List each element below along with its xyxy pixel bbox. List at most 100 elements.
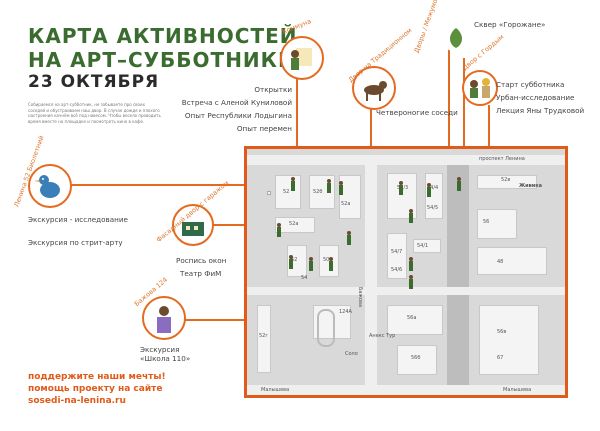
connector-traditions xyxy=(370,108,372,146)
building xyxy=(477,175,537,189)
house-number: 50 xyxy=(323,257,330,263)
cta-line2: помощь проекту на сайте xyxy=(28,384,163,394)
kommuna-item-3: Опыт Республики Лодыгина xyxy=(184,111,292,120)
kommuna-item-2: Встреча с Аленой Куниловой xyxy=(181,98,292,107)
volunteer-icon xyxy=(327,183,331,193)
building xyxy=(387,233,407,279)
building xyxy=(257,305,271,373)
kommuna-illustration-icon xyxy=(291,48,312,70)
building xyxy=(387,305,443,335)
building xyxy=(477,209,517,239)
road-malysheva xyxy=(247,385,565,395)
house-number: 56в xyxy=(497,329,507,335)
volunteer-icon xyxy=(427,187,431,197)
house-number: 52в xyxy=(501,177,511,183)
road-central xyxy=(447,165,469,385)
volunteer-markers xyxy=(277,177,461,289)
house-number: 54/5 xyxy=(427,205,439,211)
house-number: 52а xyxy=(341,201,351,207)
volunteer-icon xyxy=(289,259,293,269)
house-icon xyxy=(182,222,204,236)
house-number: 54/1 xyxy=(417,243,429,249)
station-bazhova-circle[interactable] xyxy=(142,296,186,340)
bird-icon xyxy=(34,175,60,198)
street-malysheva-right-label: Малышева xyxy=(503,387,532,393)
building xyxy=(477,247,547,275)
leaf-icon xyxy=(450,28,462,48)
station-sobora-circle[interactable] xyxy=(462,70,498,106)
building xyxy=(413,239,441,253)
lenina-item-1: Экскурсия - исследование xyxy=(28,215,128,224)
bazhova-item-1: Экскурсия «Школа 110» xyxy=(140,345,191,363)
station-garage-circle[interactable] xyxy=(172,204,214,246)
house-number: 54 xyxy=(301,275,308,281)
traditions-item-1: Четвероногие соседи xyxy=(376,108,458,117)
kommuna-item-4: Опыт перемен xyxy=(236,124,292,133)
building xyxy=(275,175,301,209)
building xyxy=(339,175,361,219)
house-number: 52г xyxy=(259,333,268,339)
house-number: 52б xyxy=(313,189,323,195)
page-title-line1: КАРТА АКТИВНОСТЕЙ xyxy=(28,24,298,48)
sobora-item-1: Старт субботника xyxy=(496,80,565,89)
volunteer-icon xyxy=(347,235,351,245)
road-cross xyxy=(247,287,565,295)
garage-item-1: Роспись окон xyxy=(176,256,227,265)
station-kommuna-circle[interactable] xyxy=(280,36,324,80)
station-lenina-circle[interactable] xyxy=(28,164,72,208)
garage-item-2: Театр ФиМ xyxy=(180,269,222,278)
house-number: 124А xyxy=(339,309,352,315)
house-number: 56а xyxy=(407,315,417,321)
house-number: 54/4 xyxy=(427,185,439,191)
cta-site-link[interactable]: sosedi-na-lenina.ru xyxy=(28,396,126,406)
dog-illustration-icon xyxy=(364,81,387,101)
volunteer-icon xyxy=(409,279,413,289)
connector-lenina xyxy=(70,184,292,186)
house-number: 52 xyxy=(283,189,290,195)
building xyxy=(275,217,315,233)
intro-text: Собираемся на арт-субботник, не забывает… xyxy=(28,102,161,124)
connector-mezhdu xyxy=(448,40,450,188)
lenina-item-2: Экскурсия по стрит-арту xyxy=(28,238,123,247)
district-map[interactable]: проспект Ленина Малышева Малышева Бажова… xyxy=(244,146,568,398)
volunteer-icon xyxy=(339,185,343,195)
house-number: 48 xyxy=(497,259,504,265)
place-zhivika: Живика xyxy=(519,183,543,189)
traditions-item-1-text: Четвероногие соседи xyxy=(376,108,458,117)
building xyxy=(479,305,539,375)
sobora-item-2: Урбан-исследование xyxy=(496,93,575,102)
group-illustration-icon xyxy=(470,78,490,98)
house-number: 56б xyxy=(411,355,421,361)
cta-line1: поддержите наши мечты! xyxy=(28,372,166,382)
building xyxy=(397,345,437,375)
page-title-line2: НА АРТ–СУББОТНИКЕ xyxy=(28,48,293,72)
house-number: 67 xyxy=(497,355,504,361)
house-number: 54/6 xyxy=(391,267,403,273)
place-aneks: Анекс Тур xyxy=(369,333,396,339)
kommuna-item-1: Открытки xyxy=(254,85,292,94)
place-solo: Соло xyxy=(345,351,358,357)
road-bazhova xyxy=(365,165,377,385)
connector-skver xyxy=(463,58,465,188)
volunteer-icon xyxy=(277,227,281,237)
house-number: 54/7 xyxy=(391,249,403,255)
person-icon xyxy=(157,306,171,333)
station-mezhdu-tag: Дворы / Межумок xyxy=(412,0,441,54)
volunteer-icon xyxy=(399,185,403,195)
volunteer-icon xyxy=(329,261,333,271)
house-number: 52 xyxy=(291,257,298,263)
street-malysheva-left-label: Малышева xyxy=(261,387,290,393)
volunteer-icon xyxy=(309,261,313,271)
house-number: 52а xyxy=(289,221,299,227)
house-number: 56 xyxy=(483,219,490,225)
sobora-item-3: Лекция Яны Трудковой xyxy=(496,106,585,115)
volunteer-icon xyxy=(457,181,461,191)
stadium-track xyxy=(317,309,335,347)
connector-kommuna xyxy=(296,64,298,146)
station-skver-circle[interactable] xyxy=(442,24,470,52)
page-date: 23 ОКТЯБРЯ xyxy=(28,72,160,92)
station-traditions-circle[interactable] xyxy=(352,66,396,110)
building xyxy=(267,191,271,195)
skver-item-1: Сквер «Горожане» xyxy=(474,20,546,29)
volunteer-icon xyxy=(291,181,295,191)
